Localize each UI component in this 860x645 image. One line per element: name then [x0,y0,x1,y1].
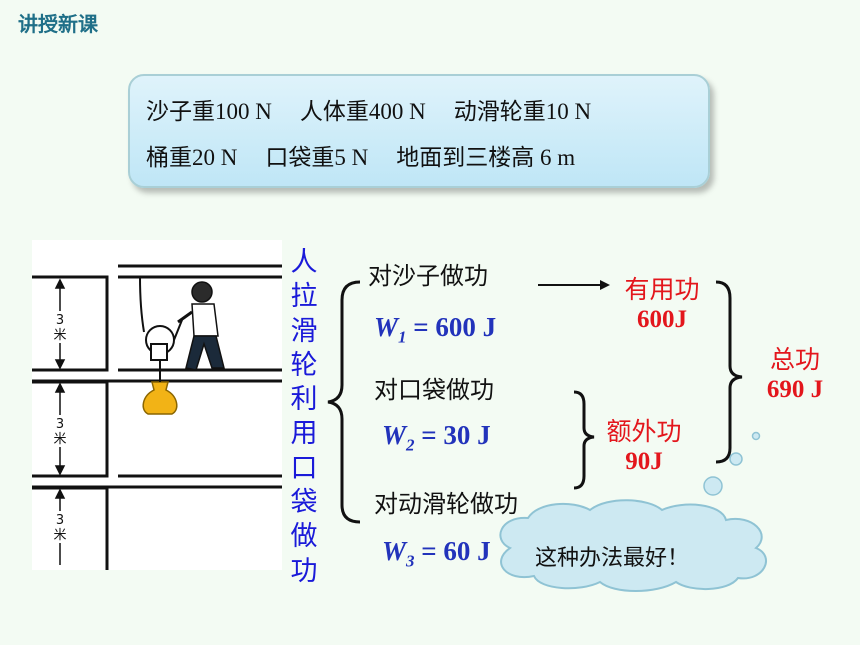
floor-height-label-2: 3米 [53,417,66,447]
floor-height-label-1: 3米 [53,313,66,343]
useful-work-value: 600J [637,306,687,333]
sand-weight: 沙子重100 N [146,99,272,124]
pulley-weight: 动滑轮重10 N [453,99,592,124]
task-pulley-label: 对动滑轮做功 [374,490,518,518]
svg-text:3: 3 [56,313,64,328]
useful-work-label: 有用功 [624,275,700,304]
floor-height-label-3: 3米 [53,513,66,543]
given-info-box: 沙子重100 N 人体重400 N 动滑轮重10 N 桶重20 N 口袋重5 N 地面到… [128,74,710,188]
total-work-label: 总功 [769,345,820,374]
bag-weight: 口袋重5 N [265,145,369,170]
total-work-value: 690 J [766,376,824,403]
info-line-2: 桶重20 N 口袋重5 N 地面到三楼高 6 m [146,138,575,172]
svg-text:米: 米 [53,328,66,343]
formula-w2: W2 = 30 J [382,420,491,455]
task-sand-label: 对沙子做功 [368,262,488,290]
svg-text:3: 3 [56,513,64,528]
useful-arrow-head [600,280,610,290]
svg-text:米: 米 [53,528,66,543]
method-title: 人拉滑轮利用口袋做功 [290,247,318,587]
svg-text:3: 3 [56,417,64,432]
info-line-1: 沙子重100 N 人体重400 N 动滑轮重10 N [146,92,591,126]
formula-w1: W1 = 600 J [374,312,497,347]
svg-text:米: 米 [53,432,66,447]
task-bag-label: 对口袋做功 [374,376,494,404]
comment-text: 这种办法最好！ [535,546,690,571]
formula-w3: W3 = 60 J [382,536,491,571]
bucket-weight: 桶重20 N [146,145,238,170]
total-brace [715,280,743,464]
section-title: 讲授新课 [18,12,98,36]
person-weight: 人体重400 N [299,99,426,124]
extra-work-label: 额外功 [606,417,682,446]
height-info: 地面到三楼高 6 m [396,145,576,170]
left-brace [327,280,361,524]
extra-work-value: 90J [625,448,663,475]
extra-brace [573,390,595,490]
comment-cloud [499,499,767,592]
